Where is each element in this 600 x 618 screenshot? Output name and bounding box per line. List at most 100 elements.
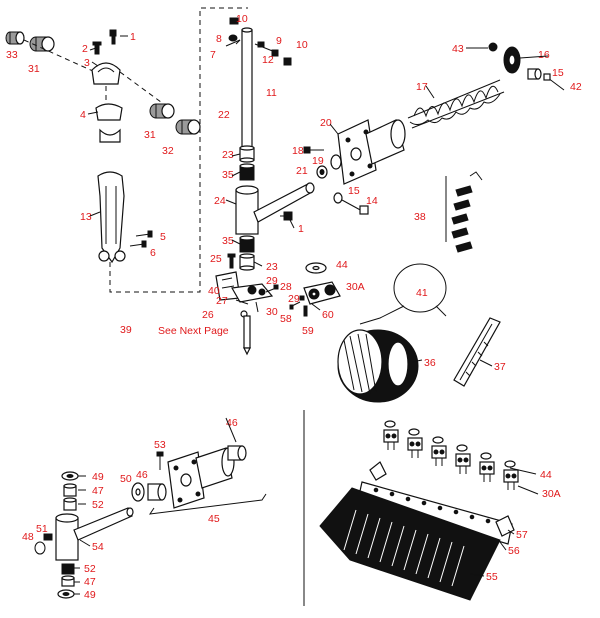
label-44-lower: 44	[540, 469, 552, 481]
label-39: 39	[120, 324, 132, 336]
label-37: 37	[494, 361, 506, 373]
label-51: 51	[36, 523, 48, 535]
spindle-arm-part-13	[97, 171, 126, 264]
end-bracket-left	[369, 461, 387, 481]
bolt-part-29	[265, 284, 279, 293]
label-32: 32	[162, 145, 174, 157]
label-48: 48	[22, 531, 34, 543]
label-42: 42	[570, 81, 582, 93]
alternate-spindle-assembly	[34, 445, 267, 599]
wheel-and-belt-assembly	[337, 263, 501, 403]
label-17: 17	[416, 81, 428, 93]
label-10-top: 10	[236, 13, 248, 25]
drive-belt-part-37	[453, 317, 501, 387]
bolt-part-53	[156, 451, 164, 470]
bolt-part-29b	[299, 295, 305, 301]
label-35-top: 35	[222, 169, 234, 181]
label-45: 45	[208, 513, 220, 525]
washer-part-8	[228, 34, 238, 42]
bushing-part-32	[175, 119, 201, 135]
label-30A-upper: 30A	[346, 281, 365, 293]
wheel-mount-part-28	[231, 283, 274, 303]
clamp-bracket-part-3	[91, 62, 121, 85]
bushing-part-52-lower	[61, 563, 75, 575]
label-31-lower: 31	[144, 129, 156, 141]
caster-row	[383, 420, 519, 490]
label-47-top: 47	[92, 485, 104, 497]
compression-spring-part-17	[407, 79, 505, 129]
screw-part-6	[129, 240, 147, 248]
bushing-part-23-lower	[239, 253, 255, 271]
label-56: 56	[508, 545, 520, 557]
label-36: 36	[424, 357, 436, 369]
label-57: 57	[516, 529, 528, 541]
spring-tensioner-assembly	[303, 42, 565, 253]
washer-part-15-lower	[333, 192, 343, 204]
nut-part-10-top	[229, 17, 239, 25]
label-60: 60	[322, 309, 334, 321]
spindle-housing-part-24	[235, 182, 315, 235]
label-16: 16	[538, 49, 550, 61]
bolt-part-27	[235, 299, 249, 305]
label-46-top: 46	[226, 417, 238, 429]
label-27: 27	[216, 295, 228, 307]
washer-part-19	[330, 154, 342, 170]
grouping-bracket	[148, 493, 267, 515]
label-26: 26	[202, 309, 214, 321]
cap-part-43	[488, 42, 498, 52]
label-9: 9	[276, 35, 282, 47]
bolt-part-51	[43, 533, 53, 541]
bolt-part-25	[227, 253, 236, 269]
label-49-lower: 49	[84, 589, 96, 601]
nut-part-10-right	[283, 57, 292, 66]
pin-part-7	[225, 39, 241, 47]
label-2: 2	[82, 43, 88, 55]
cable-loop-part-41	[359, 263, 447, 325]
bushing-part-15	[527, 68, 542, 80]
clip-part-48	[34, 541, 46, 555]
label-15-top: 15	[552, 67, 564, 79]
label-7: 7	[210, 49, 216, 61]
spindle-part-54	[55, 507, 134, 561]
bushing-part-23-top	[239, 145, 255, 163]
label-53: 53	[154, 439, 166, 451]
spindle-arm-assembly	[5, 7, 248, 293]
bolt-part-14	[341, 199, 369, 215]
label-40: 40	[208, 285, 220, 297]
label-50: 50	[120, 473, 132, 485]
washer-part-49-top	[61, 471, 79, 481]
tire-part-36	[337, 329, 419, 403]
label-31-top: 31	[28, 63, 40, 75]
label-5: 5	[160, 231, 166, 243]
caster-yoke-part-30A	[303, 281, 341, 305]
leader-lines	[74, 35, 549, 595]
label-46-lower: 46	[136, 469, 148, 481]
label-24: 24	[214, 195, 226, 207]
skid-bar-assembly	[319, 420, 519, 601]
label-38: 38	[414, 211, 426, 223]
spindle-shaft-assembly	[215, 17, 341, 356]
bolt-part-1	[109, 29, 117, 45]
label-4: 4	[80, 109, 86, 121]
label-28: 28	[280, 281, 292, 293]
label-58: 58	[280, 313, 292, 325]
label-52-lower: 52	[84, 563, 96, 575]
label-29-right: 29	[288, 293, 300, 305]
bushing-part-46-top	[227, 445, 247, 461]
mounting-plate-part-20	[337, 119, 406, 185]
bushing-part-33	[5, 31, 25, 45]
label-1-lower: 1	[298, 223, 304, 235]
bolt-part-1-lower	[280, 211, 293, 221]
nut-part-60	[311, 303, 321, 311]
washer-part-50	[131, 482, 145, 502]
label-54: 54	[92, 541, 104, 553]
label-23-lower: 23	[266, 261, 278, 273]
bushing-part-35-lower	[239, 235, 255, 253]
label-25: 25	[210, 253, 222, 265]
label-6: 6	[150, 247, 156, 259]
label-11: 11	[266, 87, 277, 99]
label-18: 18	[292, 145, 304, 157]
label-44-upper: 44	[336, 259, 348, 271]
label-15-lower: 15	[348, 185, 360, 197]
